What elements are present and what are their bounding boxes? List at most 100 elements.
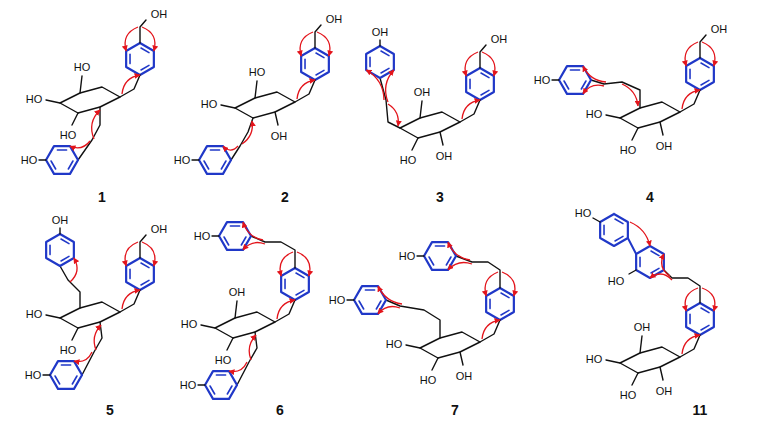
compound-number: 6 — [276, 403, 284, 417]
double-bond — [615, 219, 623, 224]
double-bond — [570, 69, 579, 71]
hydroxyl-label: HO — [181, 319, 198, 330]
benzyl-ether-bond — [251, 236, 295, 268]
benzene-ring — [199, 146, 231, 174]
hydroxyl-label: HO — [194, 231, 211, 242]
hmbc-arrow — [122, 290, 140, 309]
hmbc-arrow — [122, 75, 140, 94]
hydroxyl-label: OH — [456, 371, 473, 382]
double-bond — [57, 149, 66, 151]
hmbc-arrow — [702, 42, 715, 66]
hmbc-arrow — [242, 121, 252, 144]
hydroxyl-label: OH — [52, 215, 69, 226]
hydroxyl-label: HO — [586, 354, 603, 365]
hydroxymethyl-bond — [480, 45, 486, 68]
benzene-ring — [636, 246, 664, 278]
hydroxyl-bond — [632, 128, 638, 140]
double-bond — [129, 54, 131, 63]
hmbc-arrow — [366, 70, 384, 100]
double-bond — [365, 289, 374, 291]
benzyl-ether-bond — [380, 78, 400, 128]
hmbc-arrow — [630, 222, 650, 246]
double-bond — [230, 225, 239, 227]
double-bond — [51, 161, 56, 169]
glycosidic-bond — [480, 320, 500, 342]
double-bond — [224, 237, 229, 245]
benzene-ring — [301, 48, 329, 80]
double-bond — [369, 57, 371, 66]
double-bond — [376, 301, 381, 309]
hmbc-arrow — [70, 141, 90, 148]
hmbc-arrow — [297, 80, 315, 99]
hmbc-arrow — [249, 335, 256, 360]
double-bond — [359, 301, 364, 309]
hydroxyl-label: OH — [229, 287, 246, 298]
hmbc-arrow — [386, 70, 394, 102]
hmbc-arrow — [482, 52, 495, 76]
hydroxyl-label: HO — [620, 390, 637, 401]
hydroxyl-bond — [593, 218, 600, 222]
double-bond — [210, 149, 219, 151]
double-bond — [701, 80, 709, 85]
hydroxyl-label: HO — [608, 276, 625, 287]
hydroxyl-bond — [235, 301, 237, 318]
pyranose-ring — [620, 102, 680, 128]
hydroxyl-label: OH — [656, 386, 673, 397]
hydroxymethyl-bond — [140, 235, 146, 258]
glycosidic-bond — [460, 100, 480, 122]
benzene-ring — [126, 43, 154, 75]
hydroxyl-bond — [629, 270, 636, 274]
double-bond — [141, 65, 149, 70]
hmbc-arrow — [378, 307, 400, 314]
hydroxyl-bond — [80, 76, 82, 93]
hmbc-arrow — [685, 288, 698, 311]
benzene-ring — [46, 234, 74, 266]
benzene-ring — [219, 222, 251, 250]
hydroxyl-label: OH — [436, 151, 453, 162]
hmbc-arrow — [583, 66, 606, 82]
hmbc-arrow — [70, 258, 77, 282]
benzene-ring — [281, 268, 309, 300]
double-bond — [141, 48, 149, 53]
hydroxyl-bond — [660, 367, 663, 380]
hydroxyl-label: HO — [60, 345, 77, 356]
hydroxyl-bond — [192, 159, 199, 160]
double-bond — [55, 376, 60, 384]
hydroxyl-bond — [59, 228, 60, 234]
double-bond — [241, 237, 246, 245]
compound-number: 11 — [693, 403, 708, 417]
hmbc-arrow — [92, 110, 100, 139]
benzyl-ether-bond — [456, 256, 500, 288]
double-bond — [304, 59, 306, 68]
double-bond — [61, 256, 69, 261]
hydroxymethyl-bond — [315, 25, 321, 48]
hydroxyl-label: OH — [326, 14, 343, 25]
hydroxyl-label: HO — [60, 130, 77, 141]
hydroxyl-label: HO — [386, 339, 403, 350]
hmbc-arrow — [702, 288, 715, 311]
hydroxyl-bond — [440, 132, 443, 145]
pyranose-ring — [620, 347, 680, 373]
biaryl-bond — [628, 238, 636, 254]
pyranose-ring — [420, 332, 480, 358]
hydroxyl-label: HO — [201, 99, 218, 110]
double-bond — [501, 293, 509, 298]
double-bond — [316, 53, 324, 58]
benzyl-ether-bond — [591, 80, 640, 108]
hmbc-arrow — [482, 320, 500, 339]
hydroxyl-label: HO — [26, 309, 43, 320]
benzene-ring — [424, 242, 456, 270]
double-bond — [72, 376, 77, 384]
hydroxyl-bond — [275, 112, 278, 125]
hydroxyl-bond — [43, 374, 50, 375]
hydroxyl-label: HO — [620, 145, 637, 156]
hydroxyl-label: OH — [414, 87, 431, 98]
double-bond — [296, 290, 304, 295]
double-bond — [689, 69, 691, 78]
double-bond — [296, 273, 304, 278]
hmbc-arrow — [662, 254, 670, 276]
hydroxyl-label: HO — [575, 208, 592, 219]
hmbc-arrow — [448, 242, 470, 260]
hydroxyl-bond — [406, 345, 420, 348]
